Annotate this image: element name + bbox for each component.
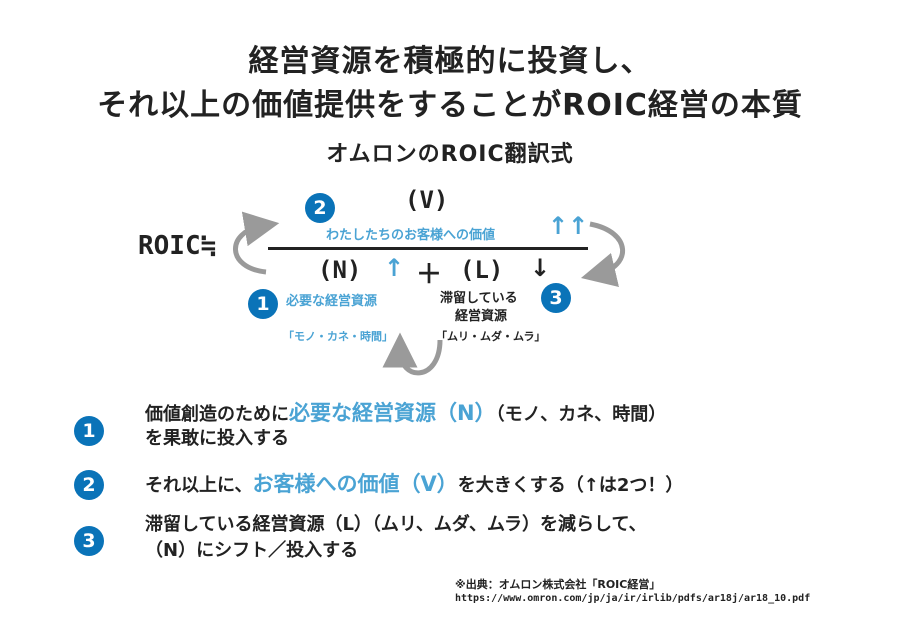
list-item-1-line-2: を果敢に投入する: [145, 428, 289, 449]
l-examples: 「ムリ・ムダ・ムラ」: [436, 330, 546, 343]
badge-2: 2: [305, 193, 335, 223]
source-note: ※出典：オムロン株式会社「ROIC経営」: [455, 578, 661, 591]
value-v-caption: わたしたちのお客様への価値: [326, 228, 496, 243]
list-item-1-text-post: （モノ、カネ、時間）: [495, 404, 667, 425]
bottom-shift-arrow: [382, 332, 443, 376]
roic-label: ROIC≒: [138, 231, 216, 261]
list-item-3-line-1: 滞留している経営資源（L）（ムリ、ムダ、ムラ）を減らして、: [145, 514, 647, 535]
title-line-1: 経営資源を積極的に投資し、: [248, 44, 652, 79]
title-line-2: それ以上の価値提供をすることがROIC経営の本質: [97, 88, 803, 123]
list-item-3-line-2: （N）にシフト／投入する: [145, 540, 359, 561]
value-v: (V): [405, 186, 449, 214]
list-item-2-highlight: お客様への価値（V）: [252, 472, 458, 496]
value-n: (N): [318, 256, 362, 284]
list-badge-2: 2: [74, 470, 104, 500]
badge-3: 3: [541, 283, 571, 313]
list-item-1-text: 価値創造のために: [145, 404, 289, 425]
list-item-2-line-1: それ以上に、お客様への価値（V）を大きくする（↑は2つ！）: [145, 471, 683, 499]
l-down-arrow: ↓: [530, 254, 551, 282]
fraction-line: [268, 247, 588, 250]
diagram-subtitle: オムロンのROIC翻訳式: [326, 142, 574, 167]
list-item-2-text-post: を大きくする（↑は2つ！）: [457, 475, 684, 496]
list-item-1-highlight: 必要な経営資源（N）: [289, 401, 496, 425]
left-cycle-arrow: [233, 211, 280, 275]
list-badge-1: 1: [74, 416, 104, 446]
badge-1: 1: [248, 289, 278, 319]
list-item-1-line-1: 価値創造のために必要な経営資源（N）（モノ、カネ、時間）: [145, 400, 666, 428]
n-examples: 「モノ・カネ・時間」: [283, 330, 393, 343]
l-caption-line-2: 経営資源: [455, 309, 508, 324]
n-caption: 必要な経営資源: [286, 294, 378, 309]
approx-symbol: ≒: [200, 231, 217, 261]
plus-sign: ＋: [416, 260, 443, 290]
value-l: (L): [460, 256, 504, 284]
up-up-arrows: ↑↑: [548, 212, 589, 240]
list-badge-3: 3: [74, 526, 104, 556]
right-cycle-arrow: [580, 221, 626, 288]
l-caption-line-1: 滞留している: [440, 291, 518, 306]
n-up-arrow: ↑: [384, 254, 405, 282]
roic-text: ROIC: [138, 231, 201, 261]
list-item-2-text: それ以上に、: [145, 475, 253, 496]
source-url: https://www.omron.com/jp/ja/ir/irlib/pdf…: [455, 593, 811, 604]
